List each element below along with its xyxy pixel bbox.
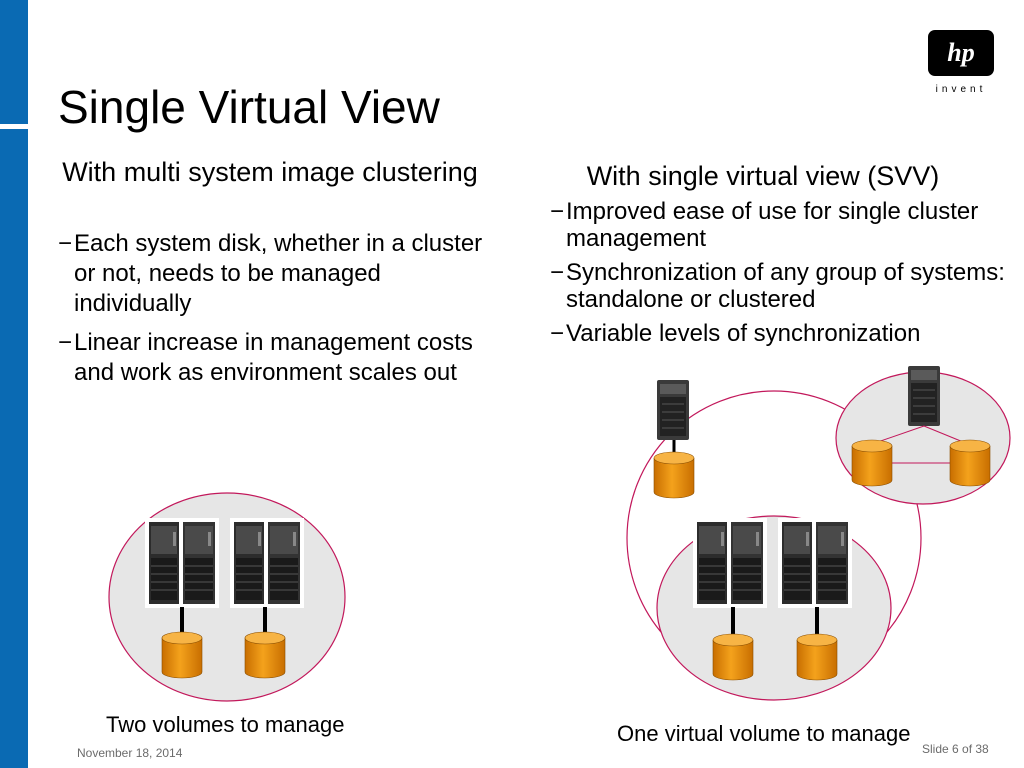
dash-icon: − — [58, 230, 73, 257]
dash-icon: − — [550, 320, 565, 347]
left-cluster-diagram — [108, 492, 346, 702]
dash-icon: − — [58, 329, 73, 356]
server-rack-icon — [777, 517, 853, 609]
cluster-circle — [656, 515, 892, 701]
left-heading: With multi system image clustering — [62, 157, 478, 187]
right-heading: With single virtual view (SVV) — [586, 161, 940, 191]
footer-date: November 18, 2014 — [77, 746, 183, 760]
tower-server-icon — [907, 365, 941, 427]
dash-icon: − — [550, 259, 565, 286]
disk-volume-icon — [796, 633, 838, 681]
disk-volume-icon — [653, 451, 695, 499]
left-bullet-2: −Linear increase in management costs and… — [58, 329, 473, 386]
right-bullet-1: −Improved ease of use for single cluster… — [550, 198, 979, 252]
disk-volume-icon — [244, 631, 286, 679]
slide-number: Slide 6 of 38 — [922, 742, 989, 756]
tower-server-icon — [656, 379, 690, 441]
slide-title: Single Virtual View — [58, 81, 440, 133]
disk-volume-icon — [161, 631, 203, 679]
left-caption: Two volumes to manage — [106, 712, 345, 737]
server-rack-icon — [229, 517, 305, 609]
dash-icon: − — [550, 198, 565, 225]
server-rack-icon — [692, 517, 768, 609]
right-bullet-3: −Variable levels of synchronization — [550, 320, 921, 347]
hp-logo-icon: hp invent — [922, 28, 1000, 96]
svg-text:hp: hp — [947, 38, 974, 67]
disk-volume-icon — [851, 439, 893, 487]
disk-volume-icon — [949, 439, 991, 487]
disk-volume-icon — [712, 633, 754, 681]
sidebar-notch — [0, 124, 28, 129]
left-bullet-1: −Each system disk, whether in a cluster … — [58, 230, 483, 317]
right-cluster-diagram — [626, 365, 1011, 701]
right-bullet-2: −Synchronization of any group of systems… — [550, 259, 1005, 313]
cluster-circle — [108, 492, 346, 702]
server-rack-icon — [144, 517, 220, 609]
svg-text:invent: invent — [936, 84, 987, 95]
right-caption: One virtual volume to manage — [617, 721, 911, 746]
